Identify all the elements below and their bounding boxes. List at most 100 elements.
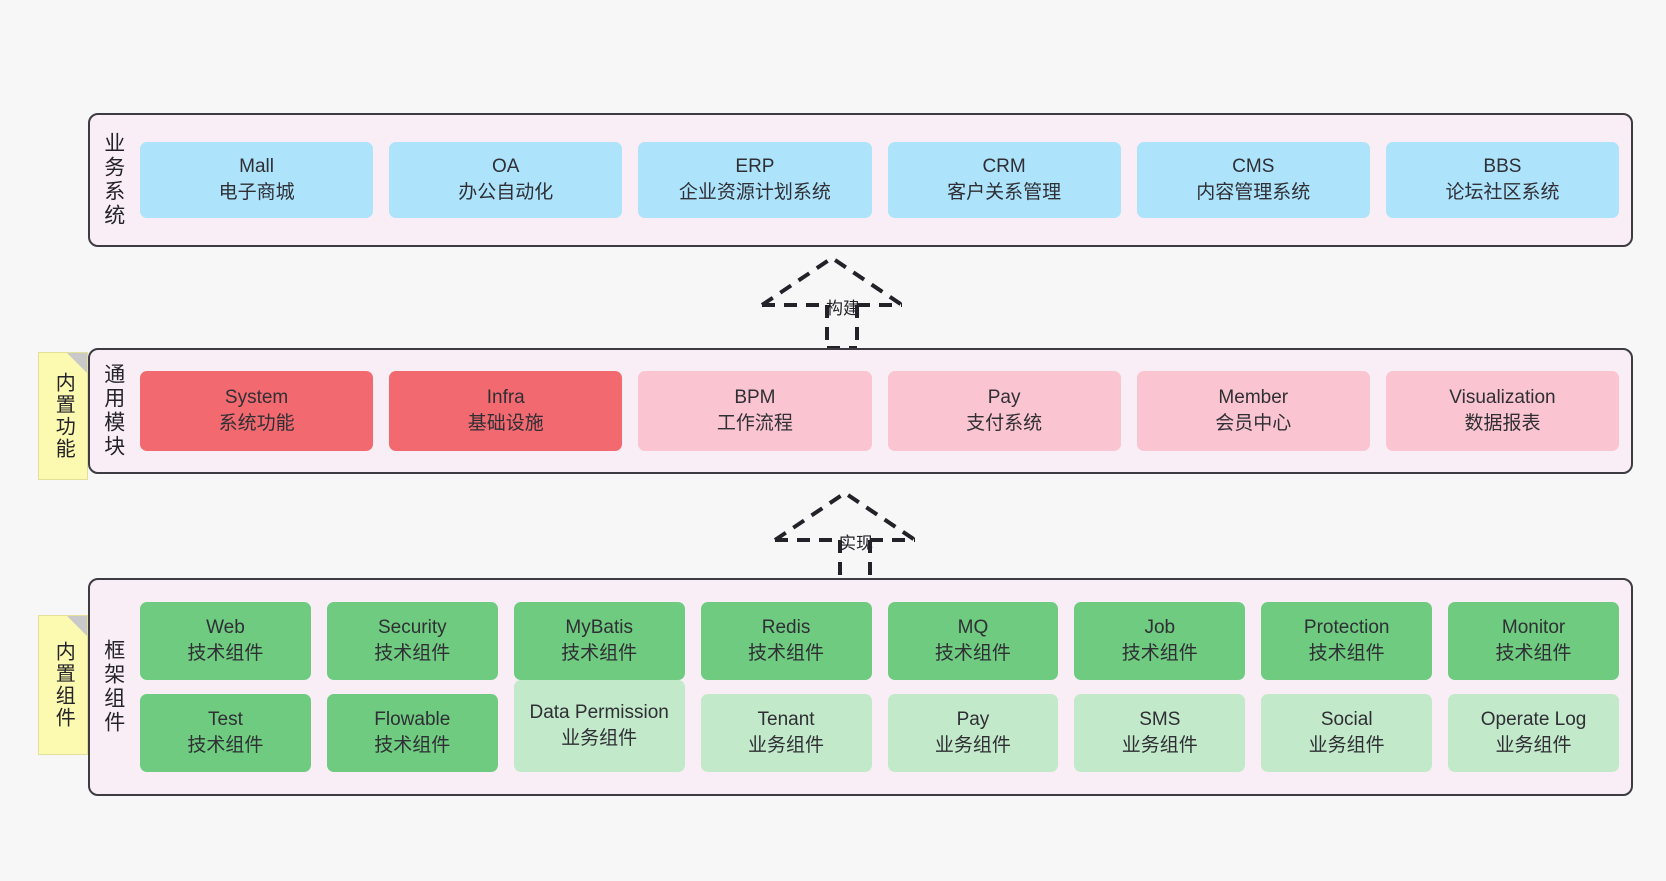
cell-security[interactable]: Security 技术组件 [326,602,498,680]
cell-subtitle: 技术组件 [187,735,264,756]
cell-title: Redis [761,616,811,638]
cell-redis[interactable]: Redis 技术组件 [700,602,872,680]
cell-subtitle: 业务组件 [1121,735,1198,756]
cell-subtitle: 会员中心 [1215,413,1292,434]
cell-web[interactable]: Web 技术组件 [140,602,311,680]
cell-data-permission[interactable]: Data Permission 业务组件 [513,680,685,772]
layer-common-title: 通用模块 [101,363,125,459]
cell-subtitle: 业务组件 [1308,735,1385,756]
cell-subtitle: 技术组件 [1121,643,1198,664]
note-fold-icon [67,616,87,636]
cell-erp[interactable]: ERP 企业资源计划系统 [638,142,872,218]
cell-title: Member [1218,386,1289,408]
cell-title: Mall [239,155,274,177]
cell-subtitle: 业务组件 [748,735,825,756]
cell-infra[interactable]: Infra 基础设施 [389,371,623,451]
cell-title: MyBatis [565,616,633,638]
cell-subtitle: 企业资源计划系统 [678,182,831,203]
layer-common-modules: 通用模块 System 系统功能 Infra 基础设施 BPM 工作流程 Pay… [88,348,1633,474]
business-row: Mall 电子商城 OA 办公自动化 ERP 企业资源计划系统 CRM 客户关系… [140,142,1620,218]
cell-cms[interactable]: CMS 内容管理系统 [1136,142,1370,218]
cell-operate-log[interactable]: Operate Log 业务组件 [1448,694,1619,772]
cell-title: Operate Log [1480,708,1587,730]
note-label: 内置功能 [52,372,75,460]
note-fold-icon [67,353,87,373]
cell-pay-biz[interactable]: Pay 业务组件 [887,694,1059,772]
cell-subtitle: 技术组件 [374,643,451,664]
cell-title: Social [1320,708,1373,730]
cell-subtitle: 内容管理系统 [1196,182,1311,203]
cell-title: OA [492,155,520,177]
cell-subtitle: 技术组件 [187,643,264,664]
cell-subtitle: 技术组件 [934,643,1011,664]
cell-title: BPM [734,386,776,408]
cell-social[interactable]: Social 业务组件 [1261,694,1433,772]
cell-subtitle: 技术组件 [1495,643,1572,664]
cell-title: Job [1144,616,1176,638]
cell-bpm[interactable]: BPM 工作流程 [638,371,872,451]
cell-bbs[interactable]: BBS 论坛社区系统 [1385,142,1620,218]
cell-title: Pay [987,386,1021,408]
cell-tenant[interactable]: Tenant 业务组件 [700,694,872,772]
cell-protection[interactable]: Protection 技术组件 [1261,602,1433,680]
common-row: System 系统功能 Infra 基础设施 BPM 工作流程 Pay 支付系统… [140,371,1620,451]
arrow-implement-label: 实现 [839,534,873,553]
cell-title: Visualization [1449,386,1556,408]
cell-title: SMS [1139,708,1181,730]
cell-subtitle: 业务组件 [561,728,638,749]
cell-subtitle: 业务组件 [934,735,1011,756]
note-builtin-components: 内置组件 [38,615,88,755]
note-builtin-features: 内置功能 [38,352,88,480]
cell-subtitle: 技术组件 [1308,643,1385,664]
cell-subtitle: 论坛社区系统 [1445,182,1560,203]
cell-oa[interactable]: OA 办公自动化 [389,142,623,218]
cell-test[interactable]: Test 技术组件 [140,694,311,772]
cell-sms[interactable]: SMS 业务组件 [1074,694,1246,772]
layer-framework-body: Web 技术组件 Security 技术组件 MyBatis 技术组件 Redi… [136,580,1631,794]
cell-mybatis[interactable]: MyBatis 技术组件 [513,602,685,680]
cell-title: Security [377,616,447,638]
layer-business-body: Mall 电子商城 OA 办公自动化 ERP 企业资源计划系统 CRM 客户关系… [136,115,1631,245]
layer-business-systems: 业务系统 Mall 电子商城 OA 办公自动化 ERP 企业资源计划系统 CRM… [88,113,1633,247]
arrow-implement: 实现 [770,490,920,585]
cell-subtitle: 电子商城 [218,182,295,203]
framework-tech-row: Web 技术组件 Security 技术组件 MyBatis 技术组件 Redi… [140,602,1619,680]
cell-title: Flowable [374,708,451,730]
cell-title: MQ [957,616,989,638]
cell-title: CMS [1232,155,1275,177]
cell-subtitle: 数据报表 [1464,413,1541,434]
cell-title: Web [206,616,245,638]
cell-job[interactable]: Job 技术组件 [1074,602,1246,680]
cell-title: CRM [982,155,1026,177]
cell-title: System [224,386,289,408]
layer-common-body: System 系统功能 Infra 基础设施 BPM 工作流程 Pay 支付系统… [136,350,1631,472]
note-label: 内置组件 [52,641,75,729]
cell-monitor[interactable]: Monitor 技术组件 [1448,602,1619,680]
cell-title: Tenant [757,708,815,730]
arrow-build: 构建 [757,255,907,350]
cell-pay[interactable]: Pay 支付系统 [887,371,1121,451]
cell-title: Test [208,708,243,730]
layer-business-title: 业务系统 [101,132,125,228]
cell-flowable[interactable]: Flowable 技术组件 [326,694,498,772]
cell-subtitle: 技术组件 [561,643,638,664]
cell-subtitle: 基础设施 [467,413,544,434]
cell-title: ERP [735,155,775,177]
cell-subtitle: 工作流程 [716,413,793,434]
cell-visualization[interactable]: Visualization 数据报表 [1385,371,1620,451]
framework-biz-row: Test 技术组件 Flowable 技术组件 Data Permission … [140,680,1619,772]
arrow-build-label: 构建 [826,299,860,318]
cell-crm[interactable]: CRM 客户关系管理 [887,142,1121,218]
cell-mq[interactable]: MQ 技术组件 [887,602,1059,680]
cell-subtitle: 技术组件 [374,735,451,756]
cell-system[interactable]: System 系统功能 [140,371,374,451]
cell-subtitle: 客户关系管理 [947,182,1062,203]
cell-member[interactable]: Member 会员中心 [1136,371,1370,451]
cell-subtitle: 办公自动化 [458,182,554,203]
cell-mall[interactable]: Mall 电子商城 [140,142,374,218]
cell-subtitle: 业务组件 [1495,735,1572,756]
cell-subtitle: 技术组件 [748,643,825,664]
cell-title: Data Permission [529,701,669,723]
cell-title: Infra [486,386,525,408]
